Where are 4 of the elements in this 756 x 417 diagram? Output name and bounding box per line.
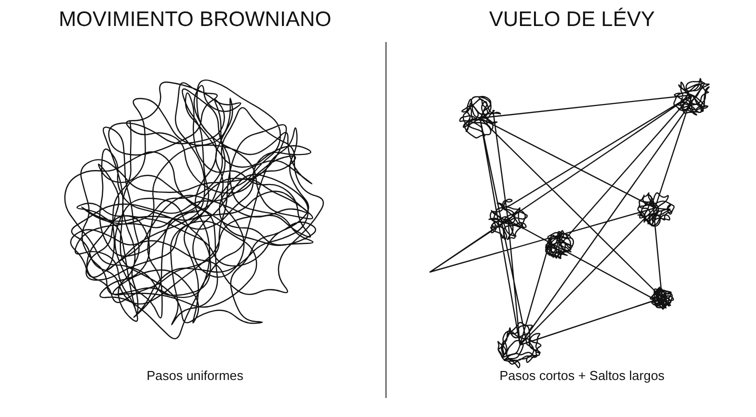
caption: Pasos cortos + Saltos largos bbox=[499, 368, 665, 383]
heading: VUELO DE LÉVY bbox=[489, 8, 655, 32]
heading: MOVIMIENTO BROWNIANO bbox=[58, 8, 332, 32]
caption: Pasos uniformes bbox=[146, 368, 244, 383]
